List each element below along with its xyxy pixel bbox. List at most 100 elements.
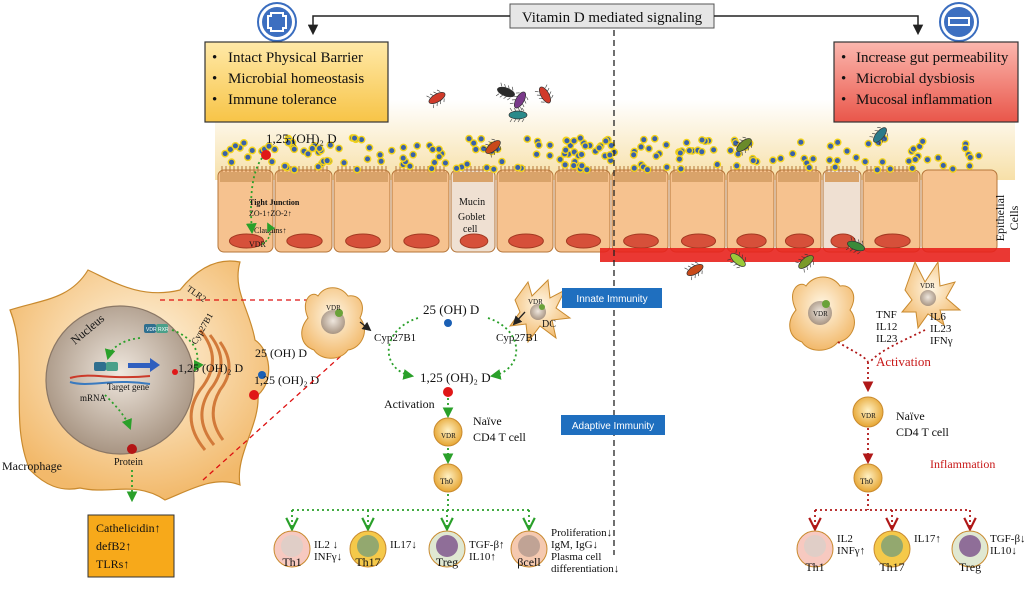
macrophage-cell xyxy=(9,260,270,501)
vitd-molecule-icon xyxy=(249,390,259,400)
innate-vdr-left: VDR xyxy=(326,304,341,312)
nucleus xyxy=(45,305,195,455)
negative-bullet: • xyxy=(841,92,846,108)
calcidiol-molecule-icon xyxy=(258,371,266,379)
mucus-particle xyxy=(576,134,585,143)
mucus-particle xyxy=(376,150,384,159)
mucus-particle xyxy=(477,134,486,143)
right-vdr-2: VDR xyxy=(920,282,935,290)
positive-bullet: • xyxy=(212,71,217,87)
mucus-particle xyxy=(831,163,840,172)
mucus-particle xyxy=(918,137,927,146)
inflammation-label: Inflammation xyxy=(930,457,995,471)
innate-calcidiol-label: 25 (OH) D xyxy=(423,302,479,317)
mucus-particle xyxy=(652,152,661,161)
mucus-particle xyxy=(469,139,478,147)
adaptive-cell-effect: IL17↓ xyxy=(390,539,417,551)
positive-item-1: Intact Physical Barrier xyxy=(228,50,363,66)
adaptive-cell-name: Treg xyxy=(436,555,458,569)
vitd-molecule-icon xyxy=(261,150,271,160)
mucus-particle xyxy=(726,146,735,155)
dc-to-cyp-arrow xyxy=(512,311,526,326)
mucus-particle xyxy=(966,153,975,162)
mucus-particle xyxy=(577,161,586,170)
adaptive-cell-effect: IL2 ↓ xyxy=(314,539,338,551)
macrophage-vitd-label: 1,25 (OH)₂ D xyxy=(178,361,244,375)
adaptive-activation-label: Activation xyxy=(384,397,435,411)
cytokine-il6: IL6 xyxy=(930,311,946,323)
mucus-particle xyxy=(662,140,671,149)
small-macrophage-icon xyxy=(301,287,365,359)
mucus-particle xyxy=(974,151,983,160)
cell-nucleus xyxy=(874,233,911,249)
zo-label: ZO-1↑ZO-2↑ xyxy=(249,209,292,218)
mucus-particle xyxy=(965,162,974,170)
cytokine-ifng: IFNγ xyxy=(930,335,953,347)
mucus-particle xyxy=(546,151,554,160)
cyp-left-arrow xyxy=(387,317,419,380)
mucus-particle xyxy=(561,146,570,154)
arrow-to-positive xyxy=(307,15,510,36)
mucus-particle xyxy=(471,145,480,154)
cytokine-il12: IL12 xyxy=(876,321,897,333)
adaptive-cell-effect: IgM, IgG↓ xyxy=(551,539,598,551)
bacteria xyxy=(426,82,889,281)
mucus-particle xyxy=(698,136,706,144)
epithelial-layer xyxy=(217,166,998,253)
mucus-particle xyxy=(685,146,694,155)
innate-immunity-label: Innate Immunity xyxy=(576,294,647,305)
goblet-label-2: cell xyxy=(463,224,478,235)
mucus-particle xyxy=(323,156,332,165)
mucus-particle xyxy=(639,135,648,144)
inflammatory-cell-effect: IL2 xyxy=(837,533,853,545)
right-naive-1: Naïve xyxy=(896,409,925,423)
mucus-particle xyxy=(861,157,870,166)
naive-label-2: CD4 T cell xyxy=(473,430,527,444)
golgi xyxy=(189,329,214,451)
mucus-particle xyxy=(226,145,235,154)
mucus-particle xyxy=(732,161,741,170)
mucus-particle xyxy=(315,144,324,153)
mucus-particle xyxy=(843,147,851,156)
transcription-arrow-icon xyxy=(128,363,150,368)
mucus-particle xyxy=(908,164,917,173)
mucus-particle xyxy=(532,150,541,159)
mucus-particle xyxy=(864,139,873,148)
cell-nucleus xyxy=(345,233,381,249)
output-cathelicidin: Cathelicidin↑ xyxy=(96,521,161,535)
bacterium-icon xyxy=(509,91,529,111)
dc-label: DC xyxy=(542,319,556,330)
negative-item-2: Microbial dysbiosis xyxy=(856,71,975,87)
header-title: Vitamin D mediated signaling xyxy=(522,10,703,26)
inflammatory-cell-effect: IL10↓ xyxy=(990,545,1017,557)
cell-nucleus xyxy=(286,233,323,249)
adaptive-cell-effect: INFγ↓ xyxy=(314,551,342,563)
macrophage-output-box xyxy=(87,514,175,578)
innate-calcitriol-label: 1,25 (OH)₂ D xyxy=(420,370,491,385)
mucus-particle xyxy=(595,143,604,152)
vdr-rxr-complex-icon: VDR RXR xyxy=(144,324,169,333)
right-naive-2: CD4 T cell xyxy=(896,425,950,439)
naive-label-1: Naïve xyxy=(473,414,502,428)
mucus-particle xyxy=(601,137,610,145)
mucus-particle xyxy=(677,164,685,173)
zoom-line-bottom xyxy=(202,354,343,481)
mucus-particle xyxy=(825,156,834,165)
mucus-particle xyxy=(513,163,522,172)
cell-nucleus xyxy=(403,233,440,249)
mucus-particle xyxy=(629,150,638,159)
right-naive-t-cell-icon xyxy=(852,396,884,428)
th0-label: Th0 xyxy=(440,477,453,486)
bacterium-icon xyxy=(795,253,814,273)
adaptive-cell-name: Th17 xyxy=(355,555,380,569)
calcidiol-molecule-icon xyxy=(444,319,452,327)
negative-item-1: Increase gut permeability xyxy=(856,50,1009,66)
negative-bullet: • xyxy=(841,71,846,87)
negative-bullet: • xyxy=(841,50,846,66)
right-dendritic-cell-icon xyxy=(900,260,962,330)
mucus-particles xyxy=(221,134,983,174)
mucus-particle xyxy=(561,160,569,169)
vitd-molecule-icon xyxy=(443,387,453,397)
mucus-particle xyxy=(221,149,230,158)
